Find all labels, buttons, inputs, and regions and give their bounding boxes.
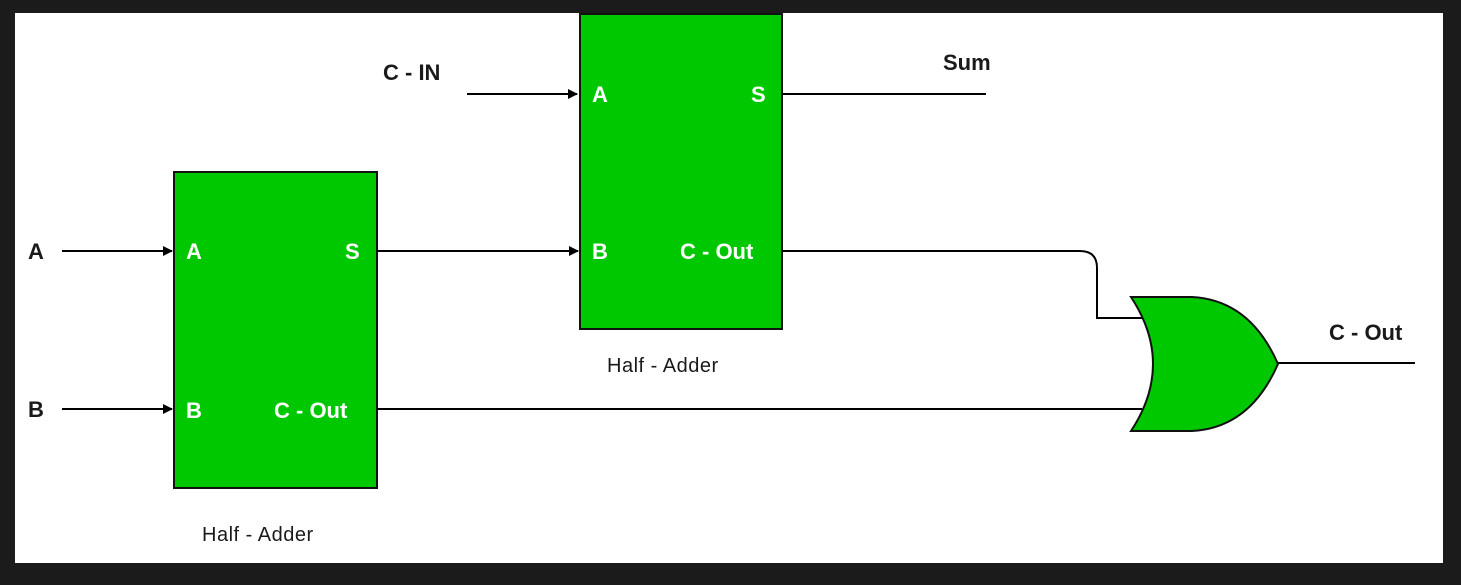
or-gate [1129, 296, 1280, 432]
half-adder-1-caption: Half - Adder [202, 524, 314, 546]
ha2-pin-cout: C - Out [680, 239, 754, 264]
output-cout-label: C - Out [1329, 320, 1403, 345]
input-a-label: A [28, 239, 44, 264]
wire-ha2-cout-to-or [782, 250, 1142, 319]
ha2-pin-a: A [592, 82, 608, 107]
input-cin-label: C - IN [383, 60, 440, 85]
ha1-pin-a: A [186, 239, 202, 264]
ha1-pin-b: B [186, 398, 202, 423]
ha1-pin-cout: C - Out [274, 398, 348, 423]
ha2-pin-s: S [751, 82, 766, 107]
output-sum-label: Sum [943, 50, 991, 75]
input-b-label: B [28, 397, 44, 422]
ha2-pin-b: B [592, 239, 608, 264]
half-adder-1-block [173, 171, 378, 489]
half-adder-2-caption: Half - Adder [607, 355, 719, 377]
half-adder-2-block [579, 13, 783, 330]
ha1-pin-s: S [345, 239, 360, 264]
